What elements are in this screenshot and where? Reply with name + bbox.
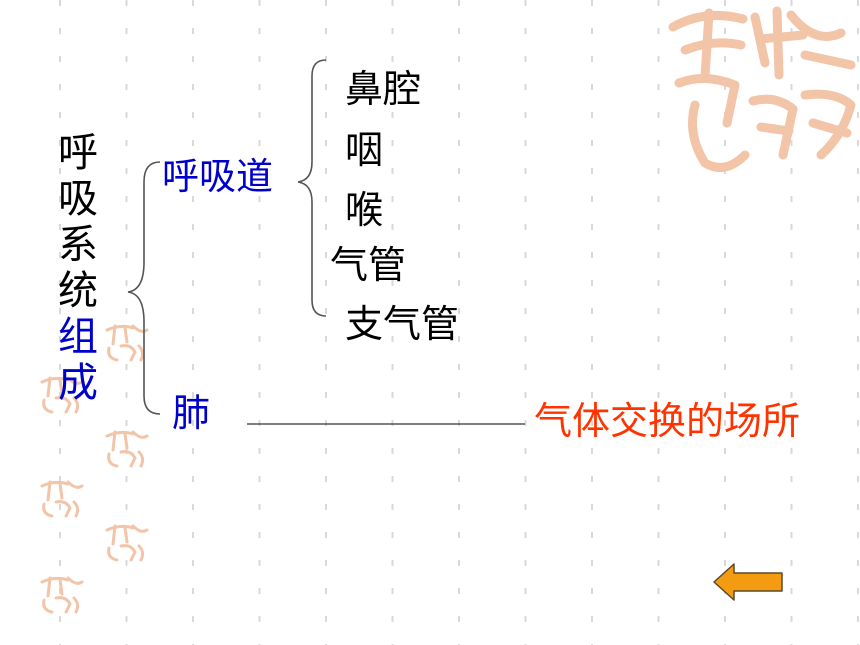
auspicious-seal-icon bbox=[105, 524, 149, 562]
lung-function-label: 气体交换的场所 bbox=[534, 399, 801, 443]
main-brace bbox=[127, 161, 161, 415]
title-char: 成 bbox=[58, 360, 98, 406]
airway-brace bbox=[297, 59, 327, 317]
title-char: 呼 bbox=[58, 130, 98, 176]
title-char: 吸 bbox=[58, 176, 98, 222]
airway-part-larynx: 喉 bbox=[345, 188, 384, 232]
title-char: 系 bbox=[58, 222, 98, 268]
auspicious-seal-icon bbox=[40, 576, 84, 614]
auspicious-seal-icon bbox=[105, 324, 149, 362]
title-char: 组 bbox=[58, 314, 98, 360]
airway-part-bronchus: 支气管 bbox=[345, 302, 460, 346]
auspicious-seal-icon bbox=[40, 376, 84, 414]
auspicious-seal-icon bbox=[668, 6, 856, 172]
lung-label: 肺 bbox=[172, 391, 211, 435]
title-char: 统 bbox=[58, 268, 98, 314]
auspicious-seal-icon bbox=[105, 430, 149, 468]
airway-part-trachea: 气管 bbox=[330, 243, 407, 287]
left-arrow-icon[interactable] bbox=[712, 561, 786, 603]
auspicious-seal-icon bbox=[40, 480, 84, 518]
airway-label: 呼吸道 bbox=[162, 155, 273, 198]
airway-part-nasal-cavity: 鼻腔 bbox=[345, 67, 422, 111]
airway-part-pharynx: 咽 bbox=[345, 128, 384, 172]
page-title: 呼 吸 系 统 组 成 bbox=[58, 130, 108, 406]
